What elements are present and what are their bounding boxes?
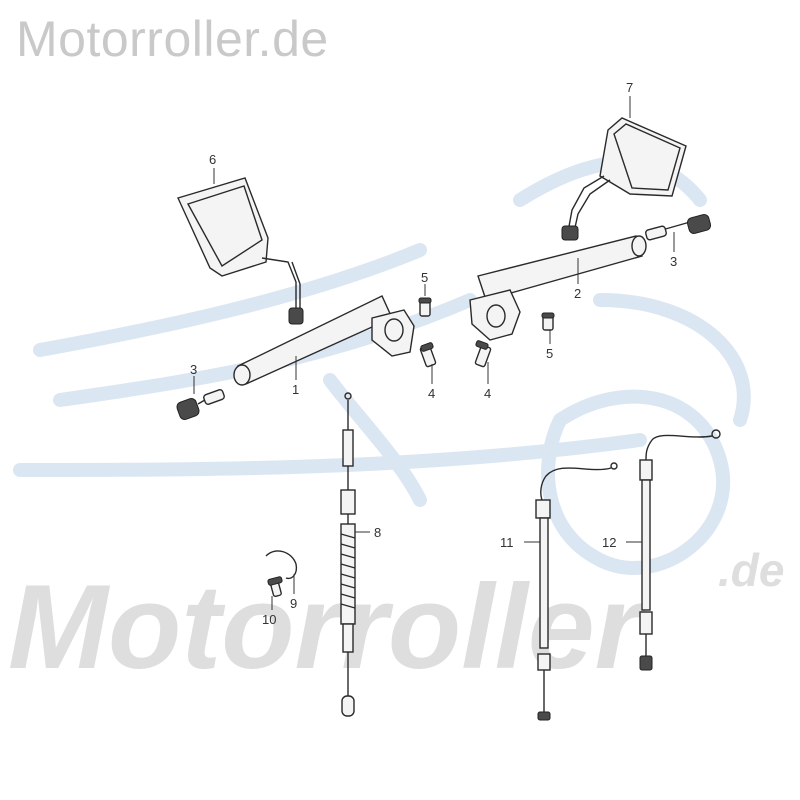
callout-3-right: 3	[670, 254, 677, 269]
callout-5-left: 5	[421, 270, 428, 285]
watermark-tld-text: .de	[718, 544, 784, 596]
callout-4-right: 4	[484, 386, 491, 401]
callout-7: 7	[626, 80, 633, 95]
bar-end-weight-left	[176, 389, 225, 420]
screw-10	[267, 576, 283, 598]
callout-8: 8	[374, 525, 381, 540]
watermark-scooter-graphic	[13, 155, 751, 575]
handlebar-right	[469, 235, 647, 341]
brake-cable	[340, 392, 356, 717]
cable-clip-9	[265, 550, 298, 580]
bolt-left-4	[419, 342, 437, 368]
callout-5-right: 5	[546, 346, 553, 361]
choke-cable	[639, 429, 721, 671]
callout-9: 9	[290, 596, 297, 611]
callouts: 6 7 1 2 3 3 4 4 5 5 8 9 10 11 12	[190, 80, 677, 627]
mirror-left	[177, 177, 304, 325]
handlebar-left	[233, 295, 415, 386]
callout-3-left: 3	[190, 362, 197, 377]
leader-lines	[193, 96, 675, 610]
bar-end-weight-right	[645, 214, 712, 241]
throttle-cable	[535, 462, 618, 721]
site-title: Motorroller.de	[16, 11, 329, 67]
screw-left-5	[418, 297, 432, 317]
callout-2: 2	[574, 286, 581, 301]
watermark-brand-text: Motorroller	[8, 560, 648, 694]
screw-right-5	[541, 312, 555, 331]
callout-12: 12	[602, 535, 616, 550]
callout-4-left: 4	[428, 386, 435, 401]
mirror-right	[561, 117, 687, 241]
callout-1: 1	[292, 382, 299, 397]
callout-11: 11	[500, 535, 514, 550]
callout-6: 6	[209, 152, 216, 167]
callout-10: 10	[262, 612, 276, 627]
bolt-right-4	[474, 340, 492, 368]
